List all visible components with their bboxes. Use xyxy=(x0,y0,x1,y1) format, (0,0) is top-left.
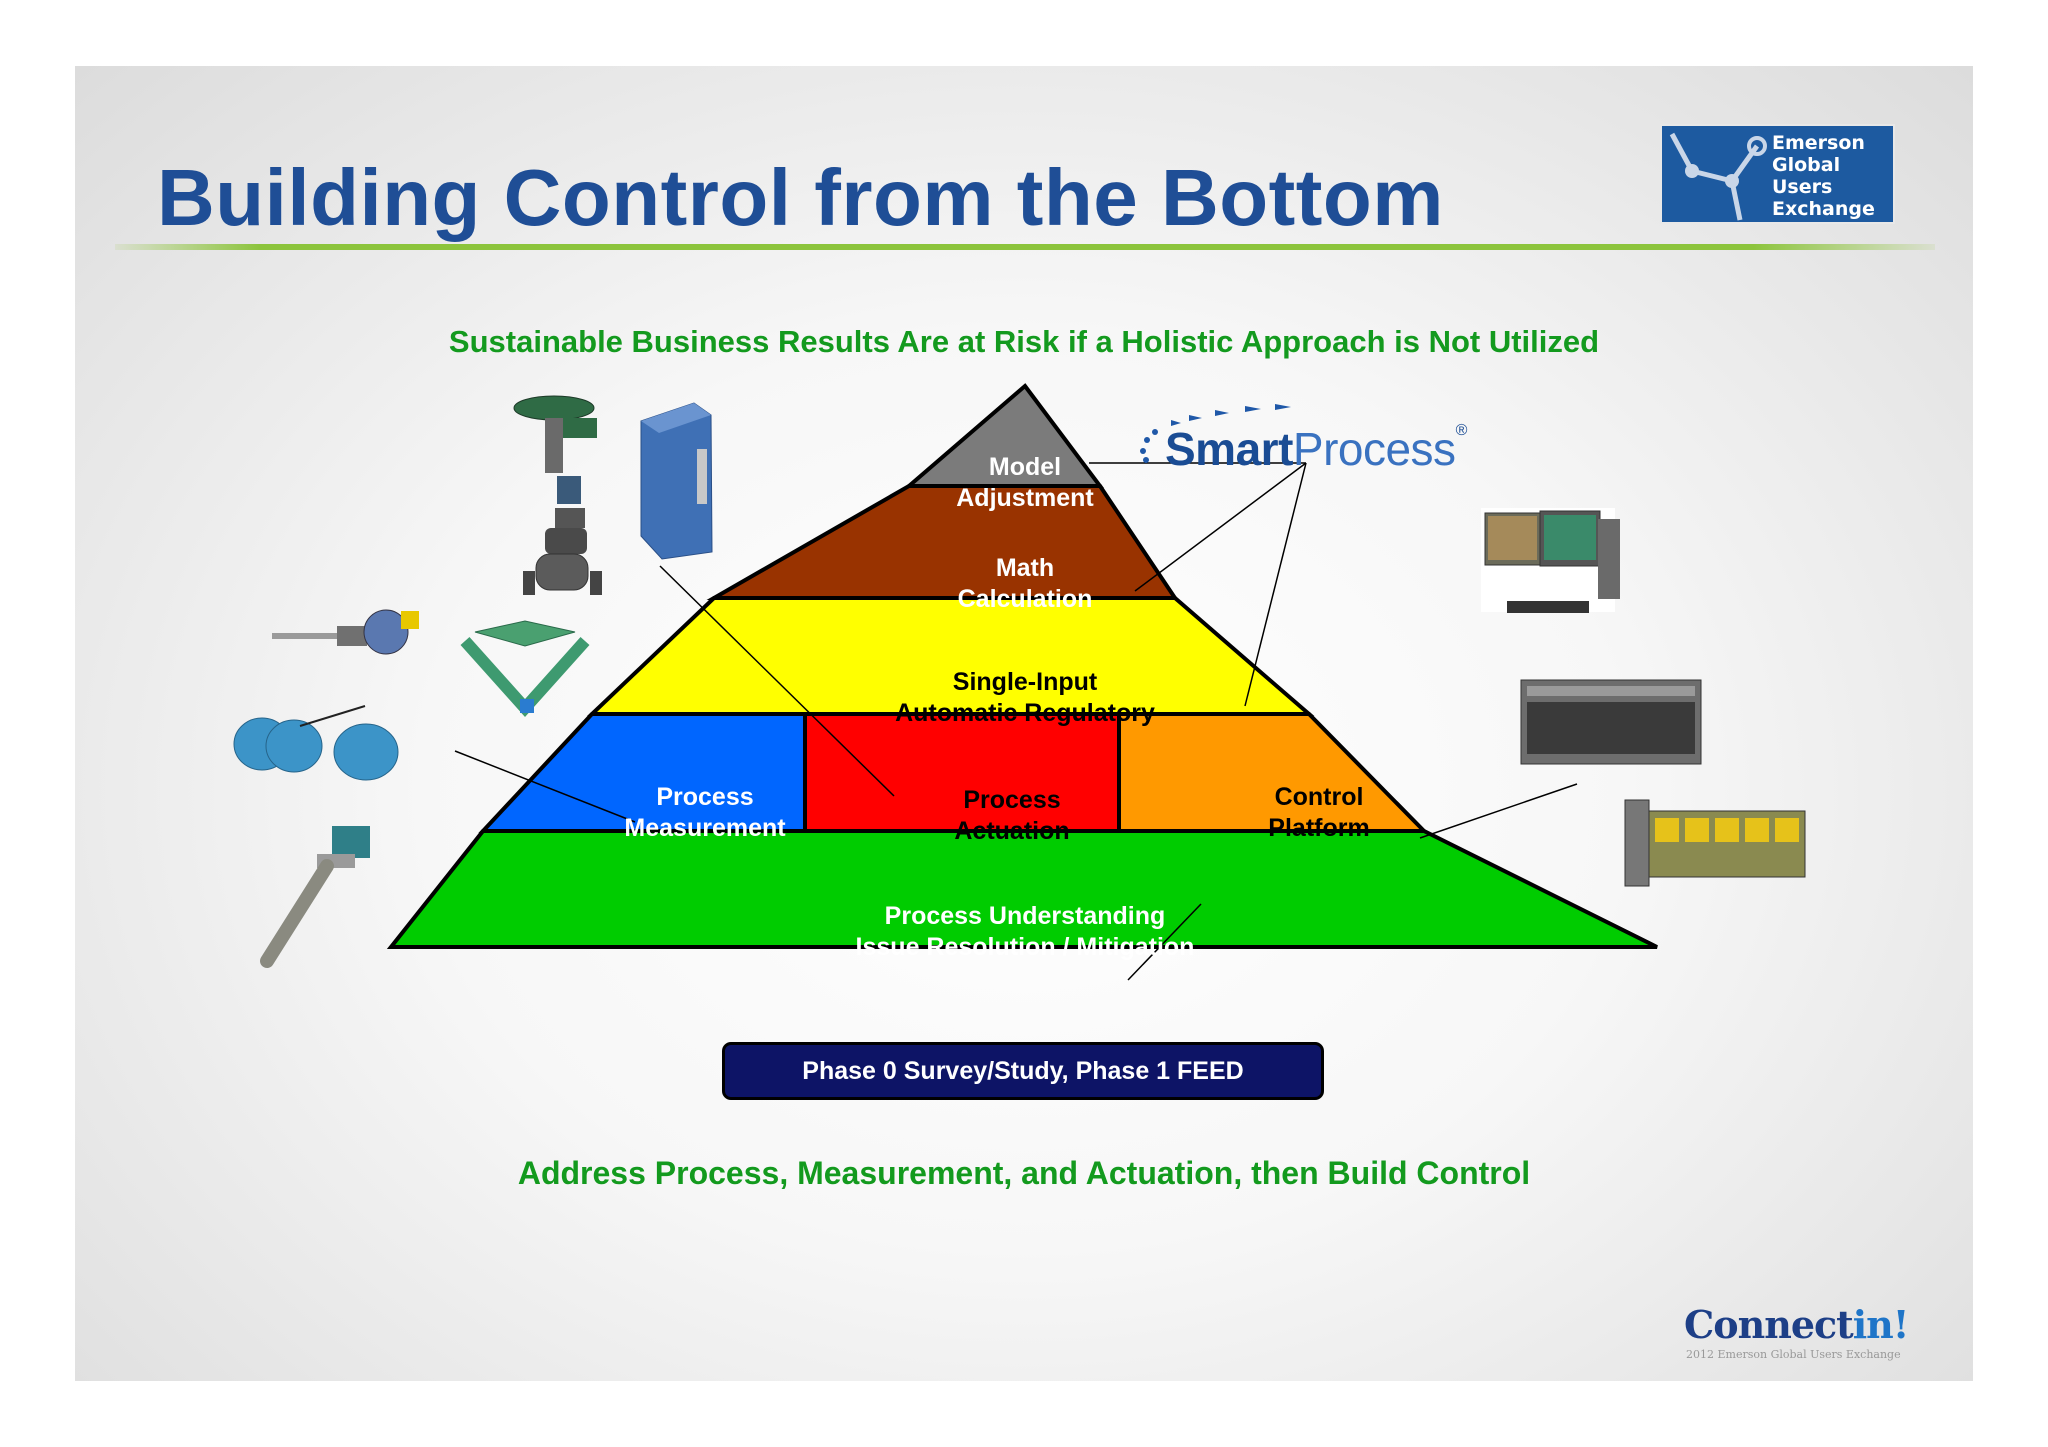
logo-line: Exchange xyxy=(1772,198,1875,220)
coriolis-flowmeter-icon xyxy=(460,620,590,717)
flow-transmitters-icon xyxy=(233,705,399,781)
label-line: Platform xyxy=(1268,814,1370,842)
label-line: Math xyxy=(995,554,1055,582)
logo-line: Emerson xyxy=(1772,132,1865,154)
connector-lines xyxy=(454,462,1578,981)
layer-label-math-calculation: Math Calculation xyxy=(875,553,1175,615)
smartprocess-swoosh-icon xyxy=(1140,404,1291,463)
label-line: Process xyxy=(963,786,1061,814)
layer-label-model-adjustment: Model Adjustment xyxy=(925,452,1125,514)
title-underline xyxy=(115,244,1935,250)
phase-box: Phase 0 Survey/Study, Phase 1 FEED xyxy=(722,1042,1324,1100)
network-node-icon xyxy=(1669,132,1767,221)
temperature-transmitter-icon xyxy=(272,609,419,655)
emerson-logo: Emerson Global Users Exchange xyxy=(1660,124,1895,224)
label-line: Adjustment xyxy=(956,484,1094,512)
io-module-rack-icon xyxy=(1624,799,1806,887)
smartprocess-light: Process xyxy=(1292,423,1456,475)
label-line: Process xyxy=(656,783,754,811)
registered-mark: ® xyxy=(1455,422,1468,439)
layer-label-process-actuation: Process Actuation xyxy=(912,785,1112,847)
label-line: Control xyxy=(1274,783,1364,811)
label-line: Calculation xyxy=(957,585,1093,613)
label-line: Model xyxy=(988,453,1062,481)
connect-accent: in! xyxy=(1852,1302,1910,1347)
logo-line: Users xyxy=(1772,176,1833,198)
label-line: Actuation xyxy=(954,817,1070,845)
logo-line: Global xyxy=(1772,154,1841,176)
layer-label-control-platform: Control Platform xyxy=(1219,782,1419,844)
layer-label-process-measurement: Process Measurement xyxy=(605,782,805,844)
slide-conclusion: Address Process, Measurement, and Actuat… xyxy=(517,1155,1531,1191)
slide-subtitle: Sustainable Business Results Are at Risk… xyxy=(448,324,1600,359)
level-probe-icon xyxy=(260,826,370,968)
label-line: Single-Input xyxy=(952,668,1098,696)
smartprocess-logo: SmartProcess® xyxy=(1165,422,1467,476)
logo-wordmark: Emerson Global Users Exchange xyxy=(1772,132,1875,220)
pyramid-base-layer xyxy=(386,829,1658,949)
connect-word: Connect xyxy=(1684,1302,1854,1347)
valve-actuator-box-icon xyxy=(640,402,713,560)
connect-in-logo: Connectin! xyxy=(1684,1302,1910,1347)
layer-label-process-understanding: Process Understanding Issue Resolution /… xyxy=(825,901,1225,963)
layer-label-single-input: Single-Input Automatic Regulatory xyxy=(825,667,1225,729)
pyramid-diagram xyxy=(233,383,1806,981)
operator-workstation-icon xyxy=(1481,508,1620,613)
connect-in-tagline: 2012 Emerson Global Users Exchange xyxy=(1686,1348,1901,1361)
slide: Building Control from the Bottom Emerson… xyxy=(75,66,1973,1381)
slide-title: Building Control from the Bottom xyxy=(157,153,1444,242)
label-line: Measurement xyxy=(624,814,786,842)
label-line: Automatic Regulatory xyxy=(895,699,1155,727)
control-valve-icon xyxy=(513,395,602,595)
smartprocess-bold: Smart xyxy=(1165,423,1293,475)
label-line: Process Understanding xyxy=(884,902,1166,930)
controller-rack-icon xyxy=(1520,679,1702,765)
label-line: Issue Resolution / Mitigation xyxy=(855,933,1195,961)
